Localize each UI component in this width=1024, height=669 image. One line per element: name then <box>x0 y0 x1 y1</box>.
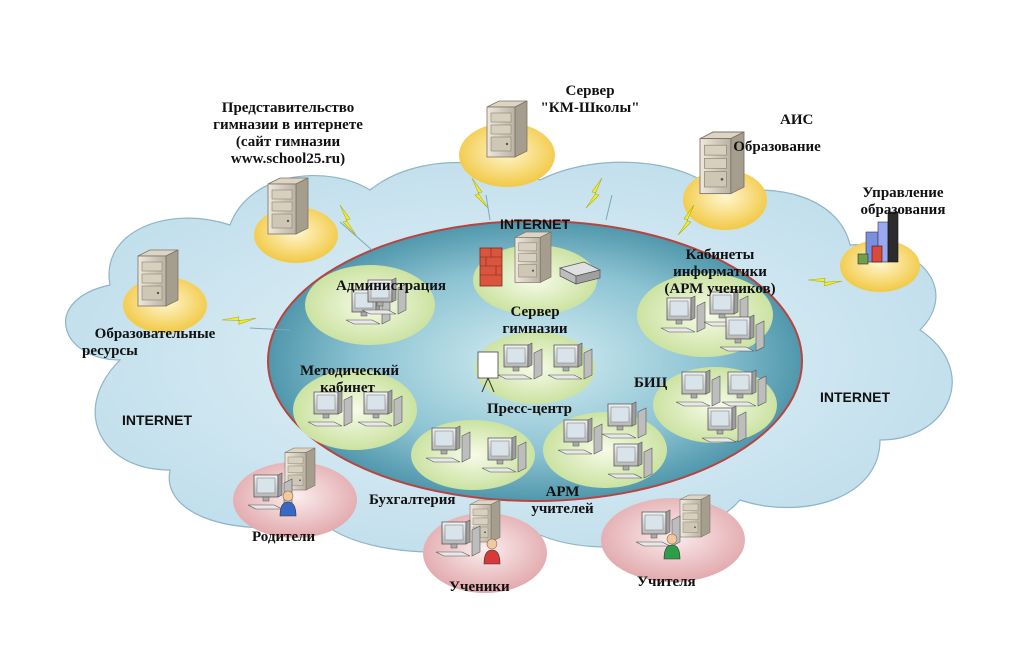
teachers-server-icon <box>679 494 711 538</box>
pad-accounting <box>411 420 535 490</box>
management-line-1: Управление <box>862 185 944 201</box>
representation-line-4: www.school25.ru) <box>230 151 346 167</box>
label-accounting: Бухгалтерия <box>369 492 456 508</box>
label-internet-right: INTERNET <box>820 389 890 405</box>
school-server-icon <box>514 231 552 283</box>
edu-resources-line-2: ресурсы <box>82 343 138 359</box>
representation-line-1: Представительство <box>221 100 355 116</box>
label-informatics: Кабинеты информатики (АРМ учеников) <box>650 247 790 298</box>
label-management: Управление образования <box>848 185 958 219</box>
label-edu-resources: Образовательные ресурсы <box>80 326 230 360</box>
km-server-line-1: Сервер <box>565 83 615 99</box>
label-administration: Администрация <box>336 278 447 294</box>
label-representation: Представительство гимназии в интернете (… <box>198 100 378 168</box>
informatics-line-2: информатики <box>673 264 767 280</box>
presentation-board-icon <box>477 351 499 393</box>
km-server-icon <box>486 100 528 158</box>
school-server-line-1: Сервер <box>510 304 560 320</box>
label-teachers: Учителя <box>637 574 696 590</box>
methodical-line-1: Методический <box>300 363 399 379</box>
representation-server-icon <box>267 177 309 235</box>
informatics-line-3: (АРМ учеников) <box>664 281 776 297</box>
firewall-brick-icon <box>479 247 503 287</box>
label-ais: АИС Образование <box>722 107 832 161</box>
edu-resources-line-1: Образовательные <box>94 326 216 342</box>
pad-methodical <box>293 370 417 450</box>
label-press-center: Пресс-центр <box>487 401 572 417</box>
pad-management <box>840 240 920 292</box>
informatics-line-1: Кабинеты <box>685 247 755 263</box>
methodical-line-2: кабинет <box>320 380 375 396</box>
label-internet-top: INTERNET <box>500 216 570 232</box>
label-students: Ученики <box>449 579 510 595</box>
press-center-equipment <box>477 342 593 393</box>
representation-line-2: гимназии в интернете <box>213 117 363 133</box>
label-internet-left: INTERNET <box>122 412 192 428</box>
router-icon <box>558 261 602 285</box>
label-arm-teachers: АРМ учителей <box>520 484 605 518</box>
representation-line-3: (сайт гимназии <box>235 134 341 150</box>
label-school-server: Сервер гимназии <box>470 304 600 338</box>
ais-line-2: Образование <box>733 139 821 155</box>
label-km-server: Сервер "КМ-Школы" <box>530 83 650 117</box>
ais-line-1: АИС <box>780 112 814 128</box>
edu-resources-server-icon <box>137 249 179 307</box>
management-line-2: образования <box>860 202 946 218</box>
label-parents: Родители <box>252 529 316 545</box>
arm-teachers-line-1: АРМ <box>545 484 580 500</box>
km-server-line-2: "КМ-Школы" <box>540 100 640 116</box>
label-bic: БИЦ <box>634 375 668 391</box>
school-server-line-2: гимназии <box>502 321 568 337</box>
arm-teachers-line-2: учителей <box>531 501 594 517</box>
city-buildings-icon <box>857 211 899 265</box>
label-methodical: Методический кабинет <box>300 363 399 397</box>
